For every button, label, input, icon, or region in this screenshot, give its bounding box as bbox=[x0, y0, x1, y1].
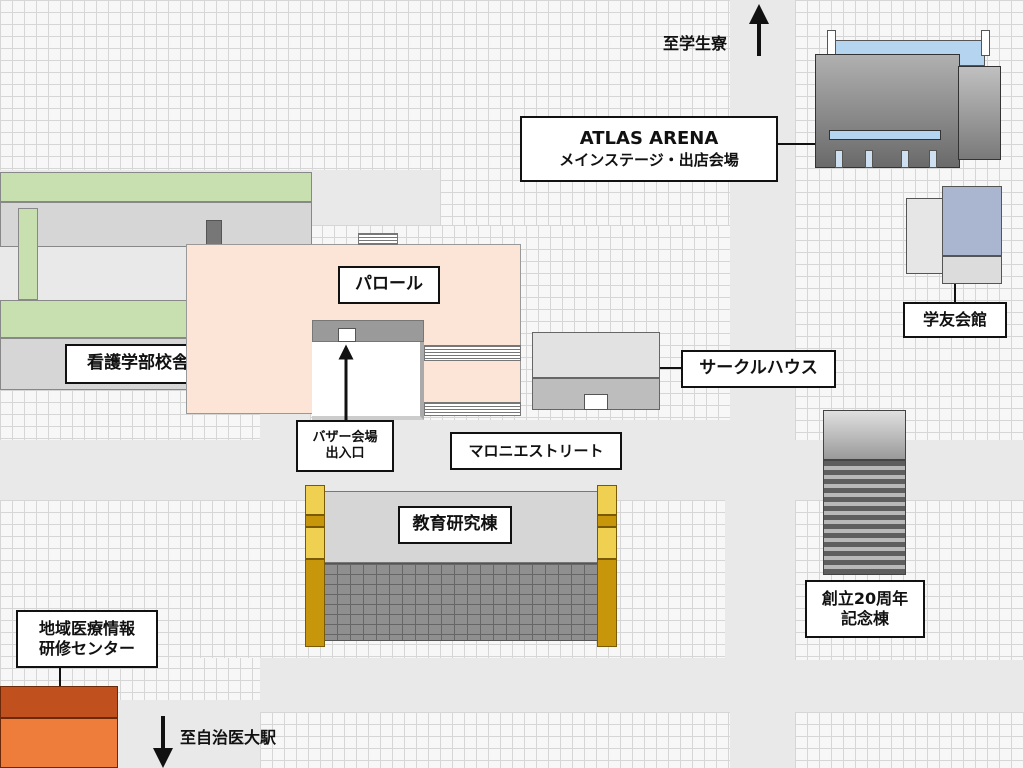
memorial-building bbox=[823, 410, 906, 575]
nursing-wall-top bbox=[0, 202, 312, 247]
block-bottom-edge bbox=[260, 712, 730, 768]
to-dorm-label: 至学生寮 bbox=[663, 30, 727, 54]
regional-center-bottom bbox=[0, 718, 118, 768]
nursing-pillar-green bbox=[18, 208, 38, 300]
regional-center-line1: 地域医療情報 bbox=[38, 619, 135, 638]
memorial-body bbox=[823, 460, 906, 575]
atlas-arena-building bbox=[815, 30, 1001, 168]
parole-stairs-top bbox=[358, 233, 398, 245]
regional-center-building bbox=[0, 686, 118, 768]
memorial-label: 創立20周年 記念棟 bbox=[805, 580, 925, 638]
arena-tower-right bbox=[981, 30, 990, 56]
regional-center-label: 地域医療情報 研修センター bbox=[16, 610, 158, 668]
arena-main bbox=[815, 54, 960, 168]
gakuyu-kaikan-text: 学友会館 bbox=[922, 310, 987, 329]
block-bottom-right-edge bbox=[795, 712, 1024, 768]
bazaar-entrance-label: バザー会場 出入口 bbox=[296, 420, 394, 472]
edu-pillar-right-mid bbox=[597, 527, 617, 559]
parole-stairs-right-lower bbox=[424, 402, 521, 416]
circle-house-text: サークルハウス bbox=[699, 358, 818, 379]
gakuyu-left bbox=[906, 198, 944, 274]
bazaar-entrance-line2: 出入口 bbox=[325, 446, 365, 461]
maroni-street-label: マロニエストリート bbox=[450, 432, 622, 470]
gakuyu-grey bbox=[942, 256, 1002, 284]
nursing-roof-top bbox=[0, 172, 312, 202]
regional-center-top bbox=[0, 686, 118, 718]
memorial-line1: 創立20周年 bbox=[821, 589, 909, 608]
edu-pillar-left-mid bbox=[305, 527, 325, 559]
edu-pillar-right-band bbox=[597, 515, 617, 527]
edu-pillar-left-upper bbox=[305, 485, 325, 515]
to-dorm-text: 至学生寮 bbox=[663, 34, 728, 53]
memorial-top bbox=[823, 410, 906, 460]
arena-side bbox=[958, 66, 1001, 160]
edu-pillar-right-upper bbox=[597, 485, 617, 515]
maroni-street-text: マロニエストリート bbox=[468, 441, 604, 460]
circle-house-building bbox=[532, 332, 660, 410]
to-station-text: 至自治医大駅 bbox=[180, 728, 277, 747]
education-research-text: 教育研究棟 bbox=[412, 514, 498, 535]
atlas-arena-label: ATLAS ARENA メインステージ・出店会場 bbox=[520, 116, 778, 182]
bazaar-entrance-line1: バザー会場 bbox=[312, 429, 378, 445]
bazaar-door bbox=[338, 328, 356, 342]
parole-label-text: パロール bbox=[355, 274, 423, 295]
gakuyu-kaikan-label: 学友会館 bbox=[903, 302, 1007, 338]
arena-door-1 bbox=[835, 150, 843, 168]
block-top-left bbox=[0, 0, 440, 170]
regional-center-line2: 研修センター bbox=[38, 639, 135, 658]
edu-pillar-right-lower bbox=[597, 559, 617, 647]
atlas-arena-title: ATLAS ARENA bbox=[579, 128, 719, 150]
memorial-line2: 記念棟 bbox=[840, 609, 889, 628]
circle-house-top bbox=[532, 332, 660, 378]
education-research-label: 教育研究棟 bbox=[398, 506, 512, 544]
parole-stairs-right-upper bbox=[424, 345, 521, 361]
arena-door-3 bbox=[901, 150, 909, 168]
edu-pillar-left-lower bbox=[305, 559, 325, 647]
circle-house-label: サークルハウス bbox=[681, 350, 836, 388]
atlas-arena-subtitle: メインステージ・出店会場 bbox=[559, 150, 739, 169]
arena-door-4 bbox=[929, 150, 937, 168]
nursing-label-text: 看護学部校舎 bbox=[87, 353, 189, 374]
circle-house-door bbox=[584, 394, 608, 410]
block-top-middle bbox=[440, 0, 730, 225]
parole-label: パロール bbox=[338, 266, 440, 304]
to-station-label: 至自治医大駅 bbox=[180, 724, 276, 748]
gakuyu-kaikan-building bbox=[906, 186, 1002, 284]
arena-window bbox=[829, 130, 941, 140]
edu-pillar-left-band bbox=[305, 515, 325, 527]
gakuyu-blue bbox=[942, 186, 1002, 256]
arena-door-2 bbox=[865, 150, 873, 168]
